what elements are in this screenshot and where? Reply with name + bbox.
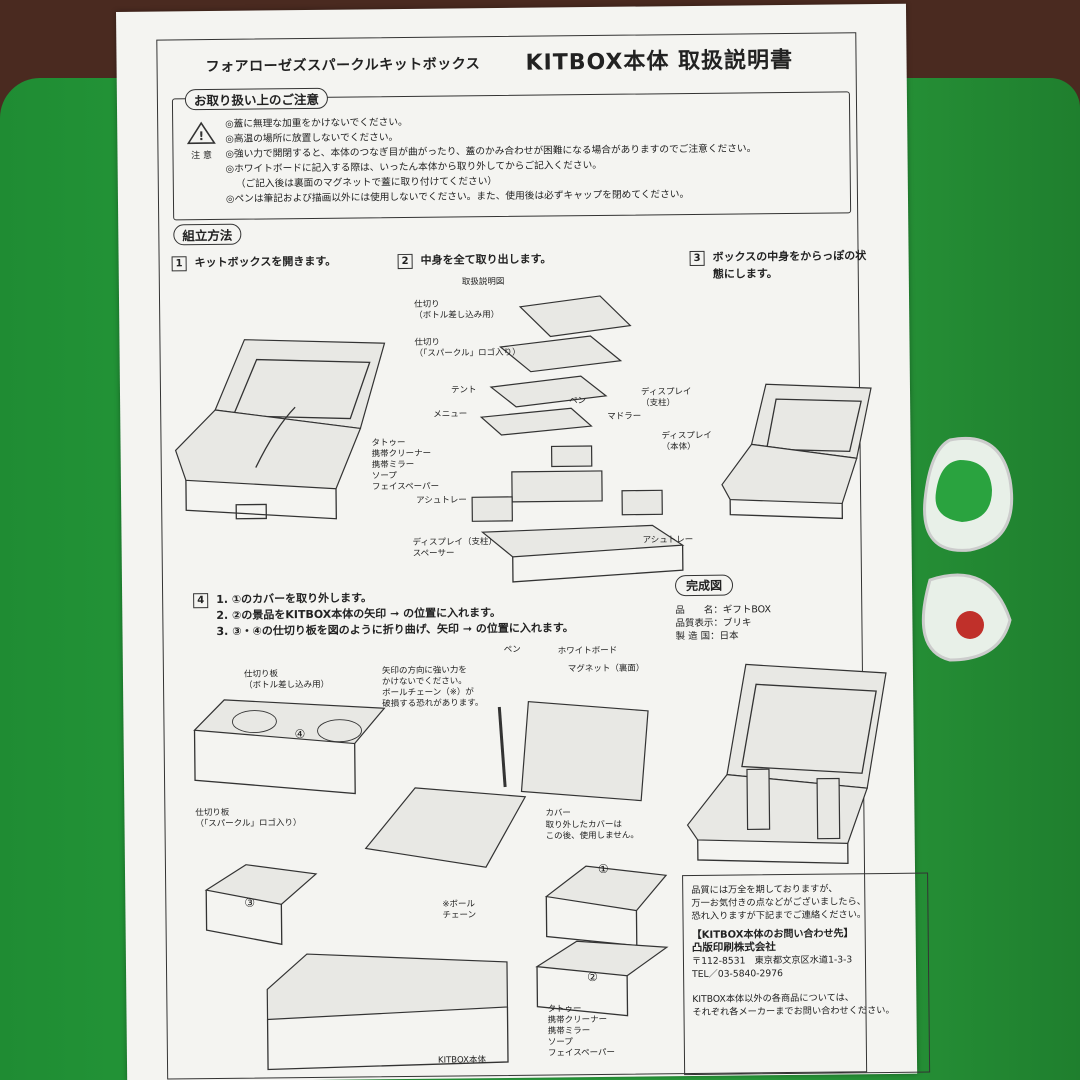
label-circle-4: ④ [294,727,306,742]
label-ashtray-left: アシュトレー [416,495,467,506]
label-divider-bottle-4: 仕切り板 （ボトル差し込み用） [243,669,330,691]
label-chain: ※ボール チェーン [442,899,477,921]
step-number: 1 [171,256,187,272]
warning-icon: ! 注 意 [183,121,219,161]
label-menu: メニュー [433,409,468,420]
label-display-body: ディスプレイ （本体） [661,430,712,453]
step-text: キットボックスを開きます。 [194,254,337,270]
label-divider-logo: 仕切り （「スパークル」ロゴ入り） [414,337,521,359]
step-number: 4 [193,593,209,609]
step-number: 3 [689,250,705,267]
label-circle-2: ② [587,970,598,985]
caution-list: ◎蓋に無理な加重をかけないでください。 ◎高温の場所に放置しないでください。 ◎… [225,111,757,207]
svg-text:!: ! [198,129,204,143]
step-text: ボックスの中身をからっぽの状 [712,249,867,264]
contact-footer: KITBOX本体以外の各商品については、 それぞれ各メーカーまでお問い合わせくだ… [692,992,895,1019]
step4-line: 1. ①のカバーを取り外します。 [216,591,373,606]
open-box-illustration [174,339,386,520]
label-tent: テント [450,385,477,396]
contact-box: 品質には万全を期しておりますが、 万一お気付きの点などがございましたら、 恐れ入… [682,872,931,1076]
label-divider-logo-4: 仕切り板 （「スパークル」ロゴ入り） [195,807,302,830]
sheet-frame: フォアローゼズスパークルキットボックス KITBOX本体 取扱説明書 お取り扱い… [156,32,931,1080]
contact-note: 品質には万全を期しておりますが、 万一お気付きの点などがございましたら、 恐れ入… [691,883,867,923]
step4-line: 3. ③・④の仕切り板を図のように折り曲げ、矢印 ➞ の位置に入れます。 [216,621,574,638]
exploded-contents-illustration [471,295,685,583]
warning-icon-label: 注 意 [191,151,213,162]
product-name: フォアローゼズスパークルキットボックス [205,56,481,76]
step-text-cont: 態にします。 [712,267,778,281]
caution-box: お取り扱い上のご注意 ! 注 意 ◎蓋に無理な加重をかけないでください。 ◎高温… [171,87,852,221]
label-whiteboard: ホワイトボード [557,645,618,657]
label-step2-items: タトゥー 携帯クリーナー 携帯ミラー ソープ フェイスペーパー [371,437,440,493]
label-pen-4: ペン [503,644,521,655]
label-display-post: ディスプレイ （支柱） [640,386,692,409]
sparkle-logo-graphic [921,436,1014,662]
spec-row: 製 造 国：日本 [675,630,739,643]
label-step4-items: タトゥー 携帯クリーナー 携帯ミラー ソープ フェイスペーパー [547,1004,616,1059]
label-spacer: ディスプレイ（支柱） スペーサー [412,537,498,559]
step-1: 1 キットボックスを開きます。 [171,253,337,272]
label-manual: 取扱説明図 [461,276,505,288]
label-pen: ペン [569,396,587,407]
label-kitbox-body: KITBOX本体 [437,1055,486,1066]
page-title: KITBOX本体 取扱説明書 [525,47,794,76]
label-muddler: マドラー [607,411,642,422]
label-cover-note: 取り外したカバーは この後、使用しません。 [545,819,639,842]
completed-box-illustration [686,663,887,865]
completed-heading: 完成図 [674,574,734,597]
step-number: 2 [397,253,413,270]
contact-tel: TEL／03-5840-2976 [692,968,783,981]
empty-box-illustration [721,383,872,520]
step4-assembly-illustration [193,699,669,1071]
completed-section: 完成図 品 名：ギフトBOX 品質表示：ブリキ 製 造 国：日本 品質には万全を… [674,573,931,1076]
label-ashtray-right: アシュトレー [642,534,694,546]
label-circle-1: ① [597,861,609,876]
label-divider-bottle: 仕切り （ボトル差し込み用） [414,299,500,321]
caution-heading: お取り扱い上のご注意 [184,87,329,111]
spec-list: 品 名：ギフトBOX 品質表示：ブリキ 製 造 国：日本 [675,602,923,644]
header: フォアローゼズスパークルキットボックス KITBOX本体 取扱説明書 [157,33,855,90]
step-2: 2 中身を全て取り出します。 [397,250,552,270]
label-warning: 矢印の方向に強い力を かけないでください。 ボールチェーン（※）が 破損する恐れ… [381,665,484,710]
step-text: 中身を全て取り出します。 [420,252,552,267]
step-3: 3 ボックスの中身をからっぽの状 態にします。 [689,247,867,283]
assembly-heading: 組立方法 [173,223,242,246]
label-cover: カバー [545,808,571,819]
label-circle-3: ③ [244,895,256,910]
instruction-sheet: フォアローゼズスパークルキットボックス KITBOX本体 取扱説明書 お取り扱い… [116,3,931,1080]
label-magnet: マグネット（裏面） [567,663,645,675]
